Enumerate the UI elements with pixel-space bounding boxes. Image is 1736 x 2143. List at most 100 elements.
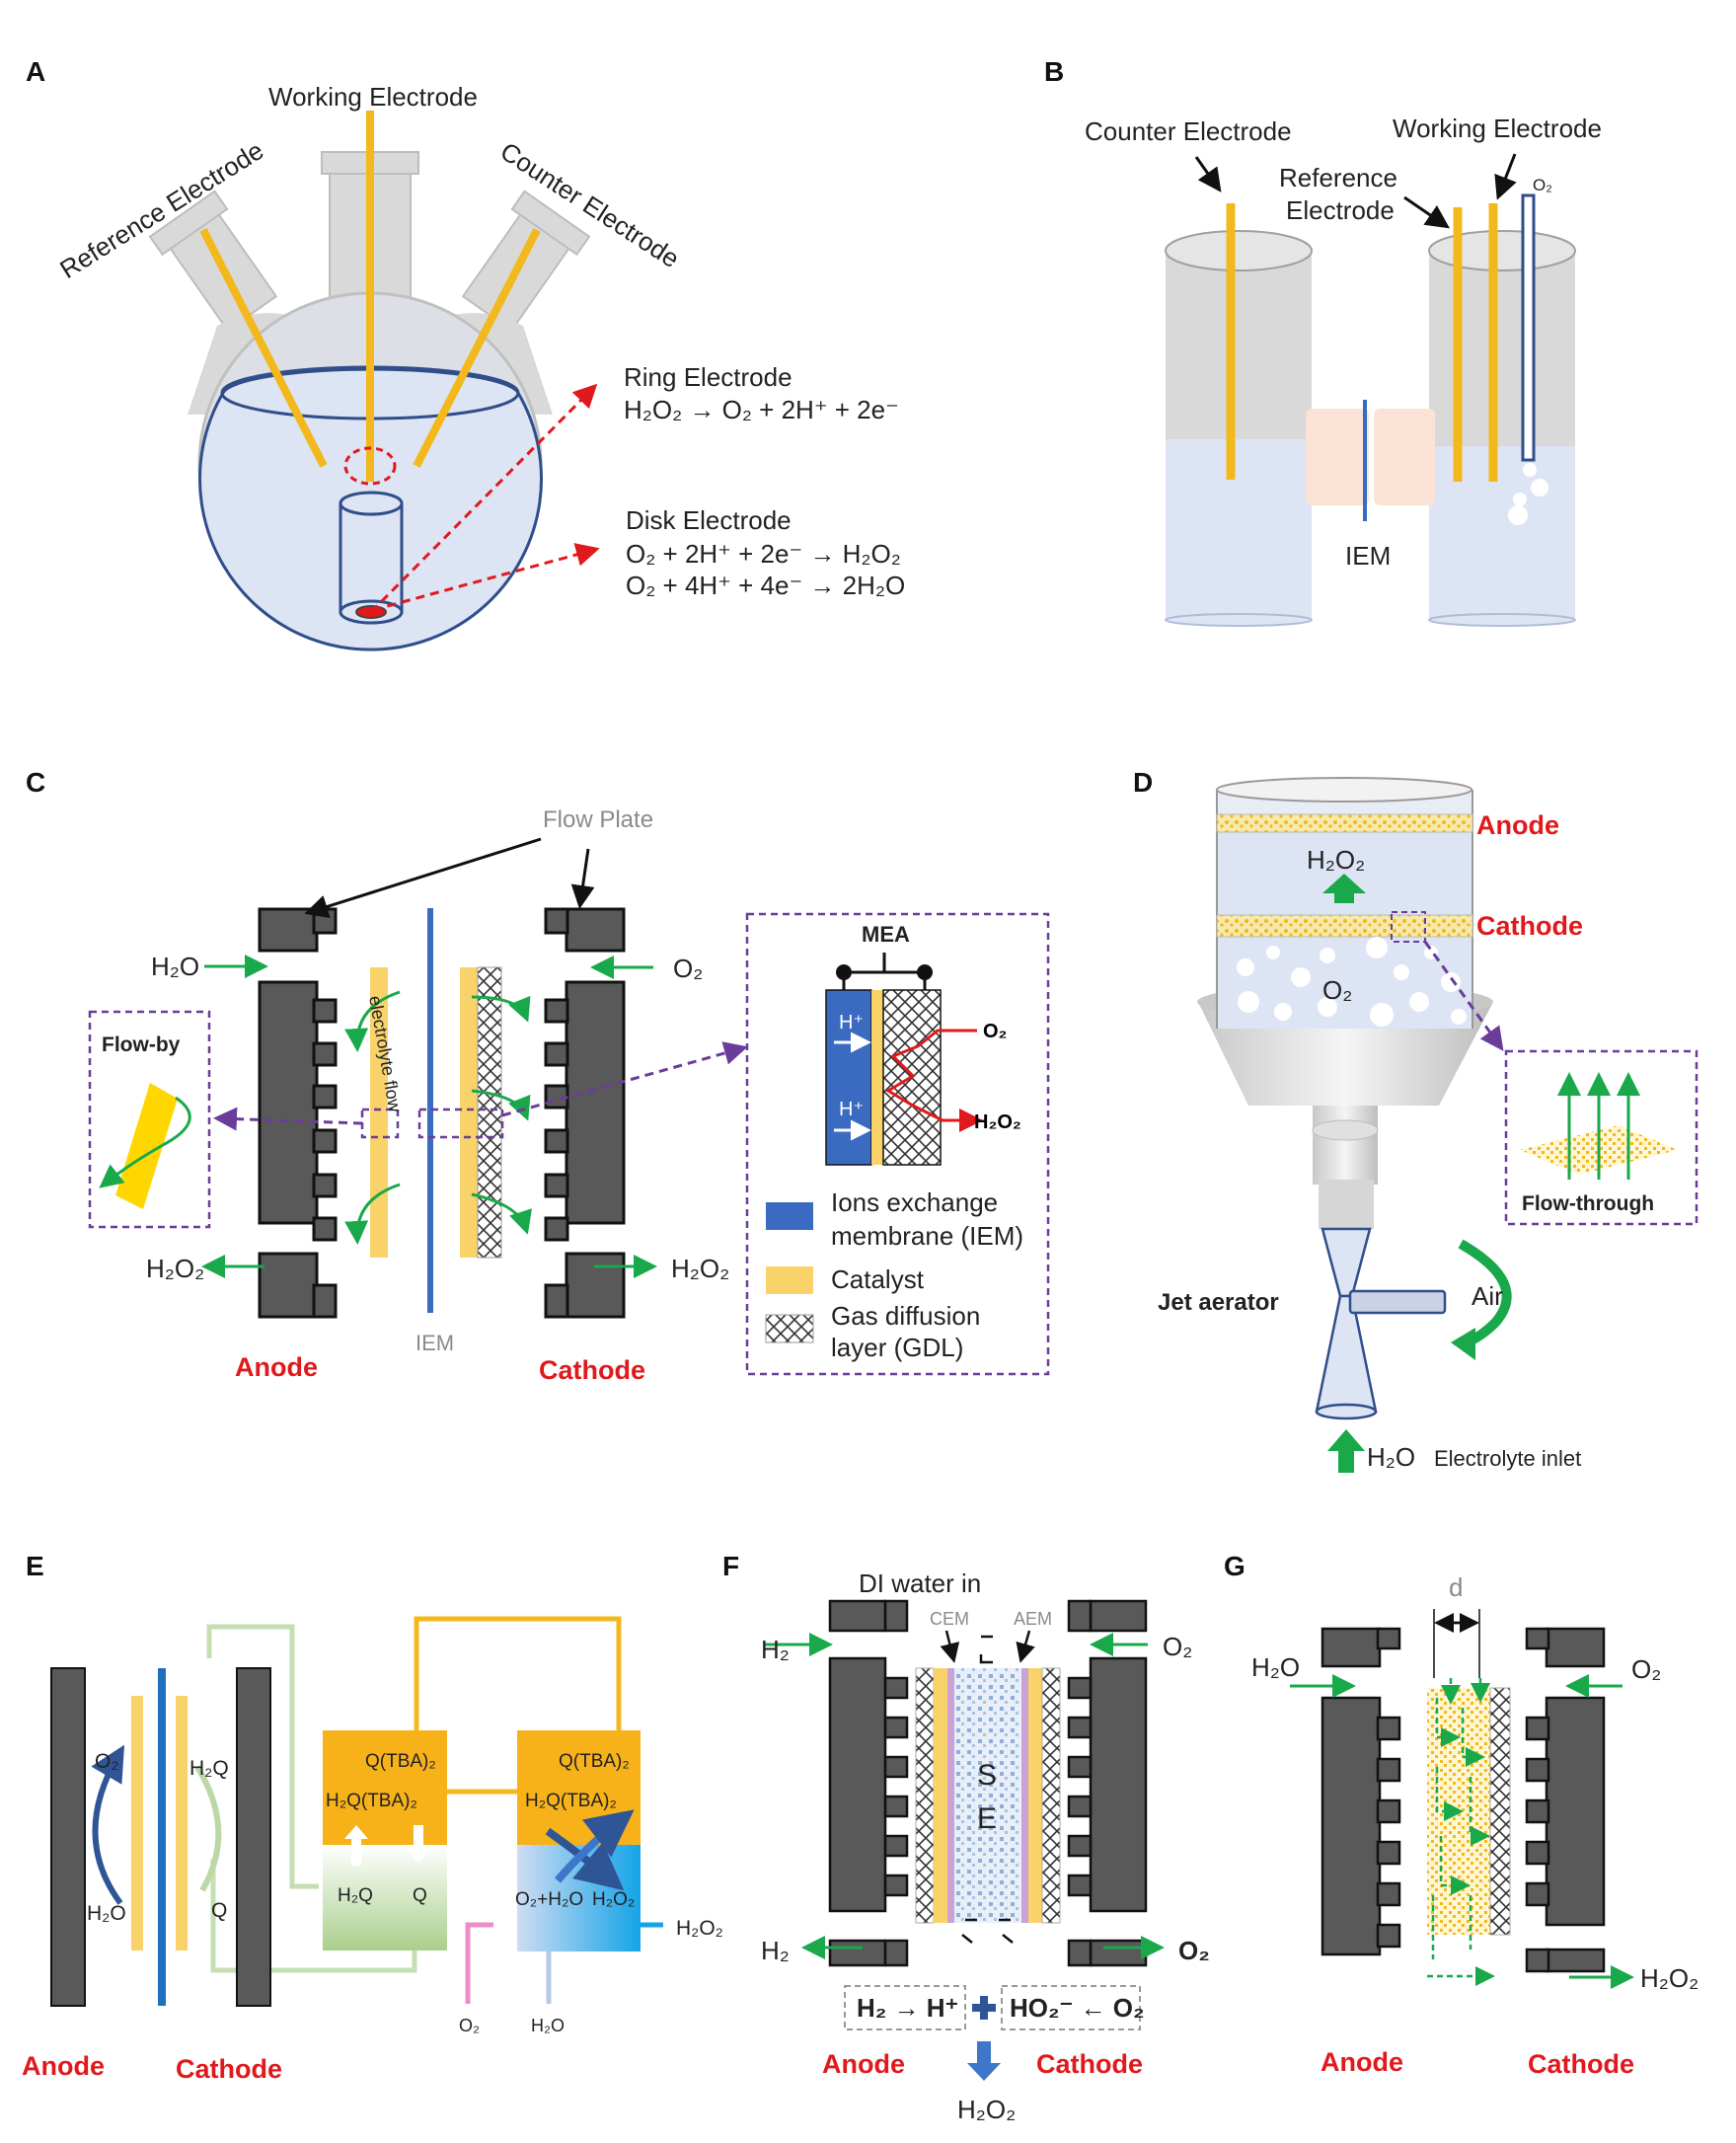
panel-letter-g: G: [1224, 1551, 1245, 1581]
mea-h2o2-label: H₂O₂: [974, 1111, 1021, 1133]
cem-label: CEM: [930, 1609, 969, 1629]
tank2-h2o2: H₂O₂: [592, 1889, 635, 1910]
legend-iem-1: Ions exchange: [831, 1187, 998, 1217]
anode-label-d: Anode: [1476, 810, 1559, 840]
cathode-flow-plate-g: [1525, 1627, 1606, 1973]
h2o-label-e: H₂O: [87, 1902, 126, 1925]
legend-gdl-2: layer (GDL): [831, 1333, 963, 1362]
anode-label-f: Anode: [822, 2049, 905, 2079]
cathode-plate-e: [236, 1667, 271, 2007]
h2o2-out-label-e: H₂O₂: [676, 1917, 723, 1940]
flow-through-arrows: [1557, 1072, 1640, 1180]
tank2-q-tba: Q(TBA)₂: [559, 1751, 630, 1772]
tank1-h2q-tba: H₂Q(TBA)₂: [326, 1791, 417, 1811]
anode-flow-plate-f: [828, 1599, 909, 1967]
q-label-e: Q: [211, 1899, 227, 1922]
o2-label-b: O₂: [1533, 176, 1552, 194]
panel-g: G d: [1224, 1551, 1698, 2079]
anode-label-g: Anode: [1321, 2047, 1403, 2077]
o2-bubbles-b: [1508, 463, 1548, 525]
h2o-label-c: H₂O: [151, 952, 199, 981]
o2-purge-tube: [1521, 193, 1536, 462]
o2-in-label-e: O₂: [459, 2016, 480, 2035]
panel-letter-e: E: [26, 1551, 44, 1581]
cathode-label-d: Cathode: [1476, 911, 1583, 941]
anode-layer-d: [1216, 813, 1473, 833]
aem-layer: [1021, 1668, 1028, 1923]
membrane-e: [158, 1668, 166, 2006]
mea-highlight: [417, 1108, 504, 1139]
h2o-label-g: H₂O: [1251, 1652, 1300, 1682]
h2o-label-d: H₂O: [1367, 1442, 1415, 1472]
anode-label-c: Anode: [235, 1352, 318, 1382]
h2-in-label: H₂: [761, 1635, 790, 1664]
o2-label-c: O₂: [673, 954, 703, 983]
flow-plate-pointer-right: [570, 848, 595, 909]
mea-pointer: [501, 1041, 748, 1117]
se-letter-e: E: [977, 1802, 997, 1835]
d-label: d: [1449, 1572, 1463, 1602]
cathode-label-f: Cathode: [1036, 2049, 1143, 2079]
aem-pointer: [1016, 1630, 1035, 1663]
h2o2-up-arrow-d: [1322, 874, 1366, 903]
anode-label-e: Anode: [22, 2051, 105, 2081]
tank1-q-tba: Q(TBA)₂: [365, 1751, 436, 1772]
quinone-arrow: [194, 1765, 222, 1892]
tank1-q: Q: [413, 1885, 427, 1906]
iem-label-c: IEM: [415, 1331, 454, 1355]
bridge-right: [1374, 409, 1435, 505]
air-inlet-pipe: [1348, 1289, 1447, 1315]
se-letter-s: S: [977, 1759, 997, 1792]
tank1-top: [323, 1730, 447, 1845]
panel-letter-c: C: [26, 767, 45, 798]
panel-letter-b: B: [1044, 56, 1064, 87]
tank2-o2-h2o: O₂+H₂O: [515, 1889, 583, 1910]
electrolyte-inlet-label: Electrolyte inlet: [1434, 1446, 1581, 1471]
reference-pointer-b: [1403, 195, 1450, 229]
tank2-top: [517, 1730, 641, 1845]
tank2-h2q-tba: H₂Q(TBA)₂: [525, 1791, 617, 1811]
working-electrode-label-b: Working Electrode: [1393, 114, 1602, 143]
di-water-flow-marks: [961, 1635, 1014, 1944]
panel-b: B Counter Electrode Working Electrode Re…: [1044, 56, 1602, 627]
reference-label-b-2: Electrode: [1286, 195, 1395, 225]
flow-plate-pointer-left: [304, 837, 542, 919]
tank1-h2q: H₂Q: [338, 1885, 373, 1906]
ring-electrode-label: Ring Electrode: [624, 362, 793, 392]
flow-plate-label: Flow Plate: [543, 806, 653, 833]
down-arrow-f: [967, 2041, 1001, 2081]
disk-reaction-2: O₂ + 4H⁺ + 4e⁻ → 2H₂O: [626, 571, 905, 600]
panel-d: D H₂O₂ O₂ Anode Cathode: [1133, 767, 1698, 1473]
reactor-top-rim: [1216, 777, 1472, 803]
panel-f: F DI water in CEM AEM S E: [722, 1551, 1210, 2124]
h2o2-right-label-c: H₂O₂: [671, 1254, 729, 1283]
stem-lower: [1319, 1180, 1374, 1229]
disk-electrode-label: Disk Electrode: [626, 505, 792, 535]
panel-a: A Working Electrode Reference: [26, 56, 905, 651]
disk-reaction-1: O₂ + 2H⁺ + 2e⁻ → H₂O₂: [626, 539, 901, 569]
di-water-label: DI water in: [859, 1569, 981, 1598]
electrolyte-inlet-arrow: [1327, 1429, 1365, 1473]
counter-pointer-b: [1194, 156, 1222, 192]
h2o2-label-d: H₂O₂: [1307, 845, 1365, 875]
counter-electrode-rod-a: [413, 228, 541, 468]
panel-letter-f: F: [722, 1551, 739, 1581]
cem-pointer: [940, 1630, 960, 1663]
ring-reaction: H₂O₂ → O₂ + 2H⁺ + 2e⁻: [624, 395, 899, 424]
cathode-catalyst-f: [1028, 1668, 1042, 1923]
electrolyte-flow-arrows: [344, 990, 532, 1245]
anode-catalyst-e: [131, 1696, 143, 1951]
h2o2-left-label-c: H₂O₂: [146, 1254, 204, 1283]
cathode-catalyst-c: [460, 967, 478, 1258]
aerator-upper-cone: [1321, 1227, 1372, 1298]
o2-label-d: O₂: [1322, 975, 1352, 1005]
aem-label: AEM: [1014, 1609, 1052, 1629]
flow-by-electrode-sheet: [115, 1083, 178, 1209]
legend-catalyst-swatch: [766, 1266, 813, 1294]
ring-highlight: [343, 446, 397, 486]
disk-pointer-arrow: [372, 543, 600, 612]
tank1-down-arrow: [407, 1825, 430, 1863]
legend-gdl-swatch: [765, 1314, 814, 1343]
legend-iem-2: membrane (IEM): [831, 1221, 1023, 1251]
reference-label-b-1: Reference: [1279, 163, 1397, 192]
